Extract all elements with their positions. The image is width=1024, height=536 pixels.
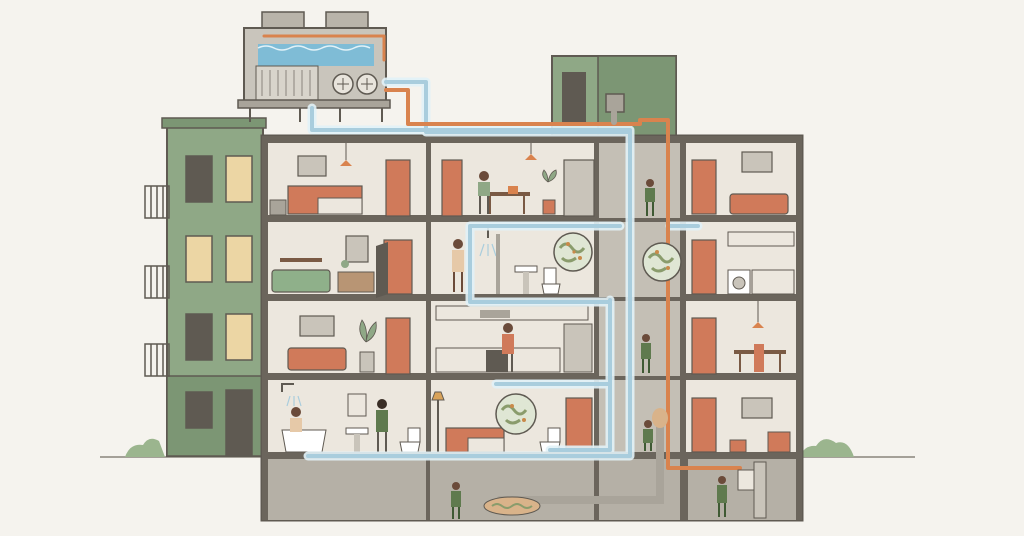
sofa-icon (271, 269, 331, 293)
room-livingroom-third-left (287, 315, 411, 375)
sofa-icon (729, 193, 789, 215)
stove-icon (486, 350, 508, 372)
room-dining-top-middle (441, 143, 595, 217)
shower-icon (281, 383, 302, 407)
shrub-right (800, 439, 854, 457)
sink-icon (514, 265, 538, 294)
person-standing (376, 399, 388, 452)
room-bathroom-bottom-left (281, 383, 421, 453)
room-bedroom-top-left (269, 143, 411, 217)
left-apartment-building (144, 117, 267, 457)
person-in-bath (290, 407, 302, 432)
hot-water-pipes (262, 34, 742, 470)
plumber-worker-icon (717, 476, 727, 517)
toilet-icon (399, 427, 421, 453)
bacteria-magnifier-icon (495, 393, 537, 435)
person-showering (452, 239, 464, 292)
washing-machine-icon (727, 269, 751, 295)
room-dining-third-right (691, 301, 786, 375)
floor-lamp (431, 391, 445, 452)
room-livingroom-top-right (691, 151, 789, 215)
person-sitting (478, 171, 490, 214)
sofa-icon (287, 347, 347, 371)
bed-icon (445, 427, 505, 453)
bed-icon (287, 185, 363, 215)
pendant-lamp-icon (752, 301, 764, 328)
left-building-balconies (144, 185, 170, 377)
pendant-lamp-icon (340, 143, 352, 166)
room-kitchen-second-right (691, 231, 795, 295)
plumber-worker-icon (645, 179, 655, 216)
left-building-windows (185, 155, 253, 457)
bacteria-magnifier-icon (553, 232, 593, 272)
room-bedroom-bottom-middle (431, 391, 593, 453)
pipe-biofilm-patch (483, 496, 541, 516)
potted-plant-icon (359, 319, 377, 373)
potted-plant-icon (341, 260, 349, 268)
potted-plant-icon (542, 169, 557, 215)
plumber-worker-icon (451, 482, 461, 519)
person-cooking (502, 323, 514, 372)
plumber-worker-icon (641, 334, 651, 373)
sink-icon (345, 427, 369, 452)
toilet-icon (541, 267, 561, 295)
room-livingroom-second-left (271, 235, 413, 298)
room-kitchen-third-middle (435, 305, 593, 373)
bacteria-magnifier-icon (642, 242, 682, 282)
drain-pipes (496, 93, 664, 504)
shrub-left (125, 438, 165, 457)
pendant-lamp-icon (525, 143, 537, 160)
room-bedroom-bottom-right (691, 397, 791, 453)
water-heater-icon (737, 461, 767, 519)
plumber-worker-icon (643, 408, 668, 451)
cold-water-pipes (303, 77, 703, 461)
